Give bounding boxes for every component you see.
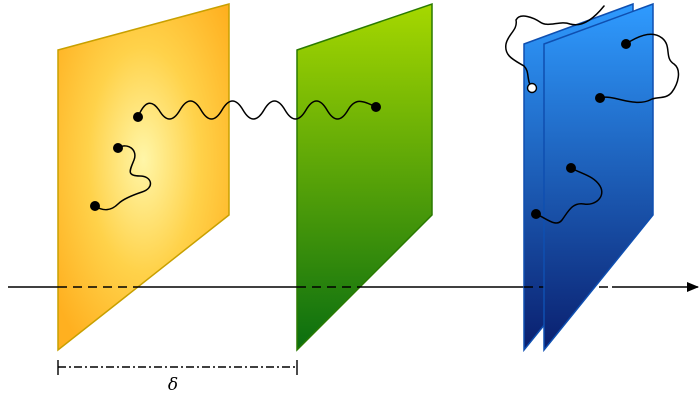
string-endpoint <box>595 93 605 103</box>
string-between-blue <box>535 167 603 224</box>
string-endpoint <box>621 39 631 49</box>
string-endpoint <box>371 102 381 112</box>
string-stretched <box>137 100 377 120</box>
string-endpoint <box>566 163 576 173</box>
delta-label: δ <box>168 375 178 395</box>
blue-brane-front <box>543 2 654 353</box>
string-endpoint <box>113 143 123 153</box>
string-endpoint <box>133 112 143 122</box>
string-endpoint <box>531 209 541 219</box>
string-open-yellow <box>94 145 152 211</box>
green-brane <box>296 2 433 352</box>
string-closed-loop <box>505 5 605 89</box>
string-endpoint <box>90 201 100 211</box>
string-endpoint-open <box>526 82 538 94</box>
string-open-blue-top <box>599 33 680 104</box>
